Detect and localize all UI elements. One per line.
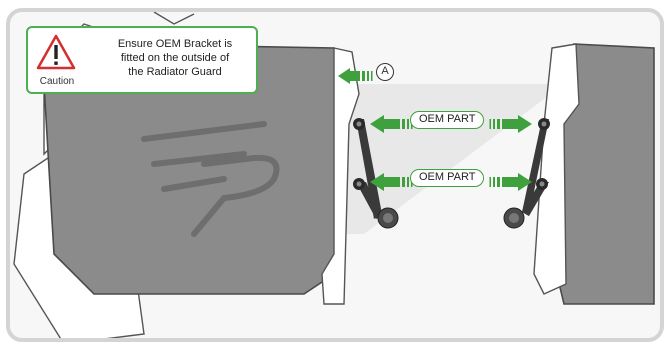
oem-part-label-top: OEM PART bbox=[410, 111, 485, 129]
arrow-right-top-head bbox=[518, 115, 532, 133]
diagram-artwork bbox=[13, 12, 655, 338]
left-oem-bracket bbox=[353, 118, 399, 229]
right-oem-bracket bbox=[503, 118, 550, 229]
arrow-left-top-shaft bbox=[384, 119, 400, 129]
arrow-right-top-shaft bbox=[502, 119, 518, 129]
caution-message-line: the Radiator Guard bbox=[128, 66, 222, 78]
callout-a: A bbox=[376, 63, 394, 81]
callout-a-arrow bbox=[338, 68, 373, 84]
oem-part-label-bottom: OEM PART bbox=[410, 169, 485, 187]
caution-message-line: fitted on the outside of bbox=[120, 52, 230, 64]
arrows-top bbox=[370, 115, 532, 133]
caution-label: Caution bbox=[39, 76, 75, 87]
diagram-frame bbox=[6, 8, 664, 342]
caution-notice: Caution Ensure OEM Bracket is fitted on … bbox=[26, 26, 258, 94]
caution-message-line: Ensure OEM Bracket is bbox=[117, 38, 233, 50]
guard-logo bbox=[141, 121, 280, 237]
left-guard-edge bbox=[321, 47, 360, 305]
caution-message: Ensure OEM Bracket is fitted on the outs… bbox=[100, 37, 250, 79]
right-guard-edge bbox=[533, 43, 580, 295]
warning-triangle-icon bbox=[36, 34, 76, 70]
arrow-left-top-head bbox=[370, 115, 384, 133]
arrows-bottom bbox=[370, 173, 532, 191]
